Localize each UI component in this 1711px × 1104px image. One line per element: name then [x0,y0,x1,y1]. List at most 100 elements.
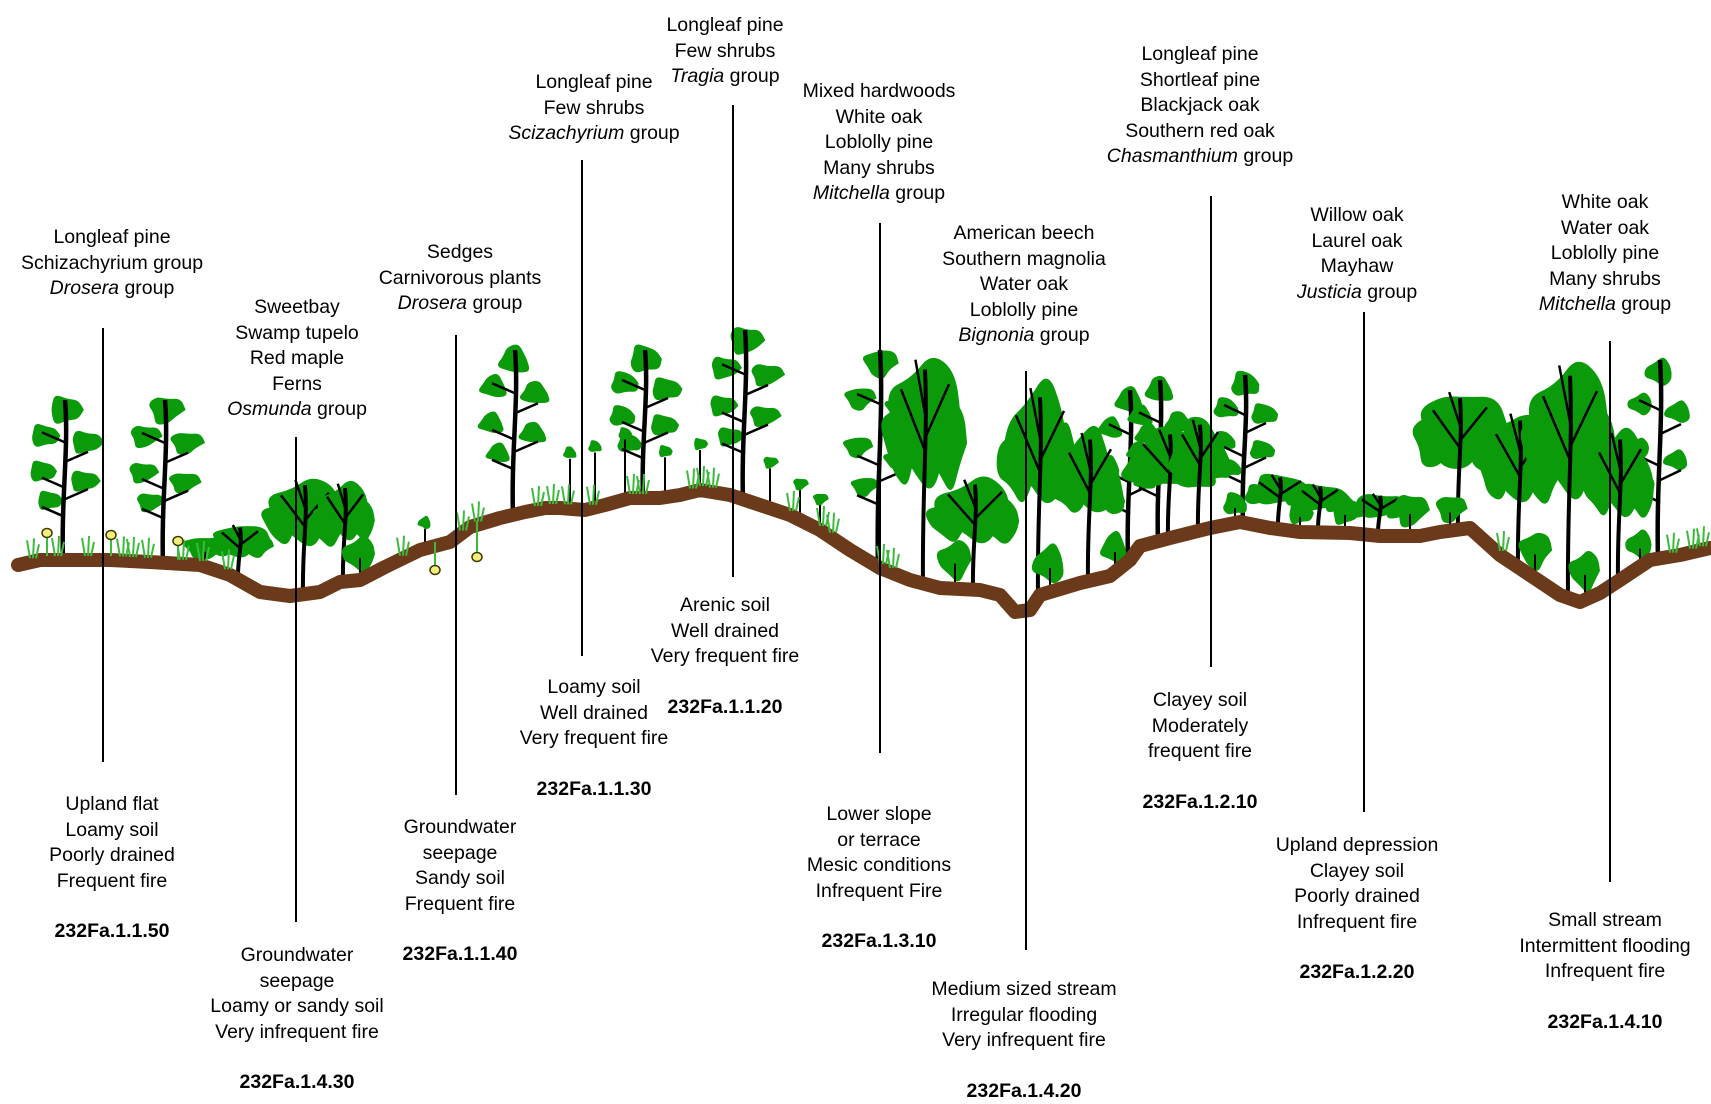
site-condition: Loamy soil [65,818,159,841]
site-condition: Clayey soil [1152,689,1248,711]
pine-foliage [1127,404,1153,426]
site-condition: Poorly drained [49,844,175,867]
site-condition: Groundwater [403,816,517,838]
pine-branch [1244,456,1267,469]
pine-trunk [160,399,169,565]
vegetation-line: Mitchella group [803,181,956,207]
pine-branch [1223,403,1246,417]
site-condition: Sandy soil [415,867,505,890]
vegetation-text: Southern red oak [1125,119,1275,142]
vegetation-line: Longleaf pine [666,13,783,39]
grass-tuft [546,483,560,505]
pine-foliage [1644,357,1672,386]
grass-tuft [826,512,840,533]
grass-tuft [141,537,155,558]
landtype-code: 232Fa.1.1.40 [402,943,518,966]
shrub-foliage [1625,529,1652,560]
vegetation-line: Chasmanthium group [1107,144,1293,170]
hardwood-tree [312,480,375,584]
vegetation-text: group [1615,293,1672,316]
grass-tuft [456,510,470,531]
vegetation-line: Many shrubs [1539,267,1671,293]
pine-branch [744,423,769,436]
hardwood-crown [996,418,1034,503]
pine-branch [1108,423,1131,436]
sapling [588,440,602,508]
hardwood-branches [1014,387,1066,473]
vegetation-line: Southern magnolia [942,247,1106,273]
pine-branch [141,507,166,520]
site-condition: Moderately [1151,714,1249,737]
hardwood-crown [926,401,968,490]
vegetation-text: Blackjack oak [1140,94,1260,117]
site-condition: Well drained [670,619,780,642]
vegetation-text: Longleaf pine [1141,43,1259,65]
site-condition: Frequent fire [56,869,168,892]
vegetation-line: Schizachyrium group [21,251,203,277]
site-condition: Small stream [1548,909,1662,931]
grass-tuft [81,535,95,557]
vegetation-text: group [624,122,680,145]
vegetation-line: Mixed hardwoods [803,79,956,105]
landtype-code: 232Fa.1.1.30 [536,777,652,800]
site-condition: Irregular flooding [950,1003,1098,1026]
vegetation-text: Laurel oak [1311,229,1403,252]
pine-foliage [129,462,160,484]
vegetation-text: Longleaf pine [53,226,171,248]
vegetation-line: Southern red oak [1107,119,1293,145]
vegetation-text: Loblolly pine [824,131,934,154]
hardwood-branches [221,524,259,550]
hardwood-crown [240,536,275,558]
grass-tuft [561,484,575,505]
vegetation-line: Sweetbay [227,295,367,321]
vegetation-text: Sweetbay [254,296,340,318]
sapling-foliage [812,493,829,506]
vegetation-text: White oak [835,105,923,128]
site-condition: seepage [422,841,498,864]
pine-foliage [130,425,163,449]
flower [41,527,53,556]
grass-tuft [1696,526,1710,547]
site-condition: Infrequent fire [1296,910,1418,933]
shrub-foliage [1031,543,1064,584]
pine-branch [141,478,166,491]
vegetation-text: Mixed hardwoods [802,80,956,102]
hardwood-crown [1202,440,1231,480]
vegetation-line: White oak [803,105,956,131]
pine-trunk [510,349,519,517]
pine-foliage [519,380,550,404]
site-condition: Arenic soil [680,594,770,616]
pine-branch [1638,398,1661,412]
site-condition: Frequent fire [404,892,516,915]
vegetation-text: Carnivorous plants [378,266,542,289]
grass-tuft [886,547,900,569]
shrub-foliage [1100,530,1127,563]
hardwood-trunk [1085,439,1093,583]
pine-foliage [1662,449,1688,471]
pine-branch [621,378,646,392]
pine-foliage [1249,440,1276,459]
vegetation-text: Loblolly pine [969,298,1079,321]
site-condition: Very infrequent fire [942,1029,1106,1052]
pine-branch [744,383,769,397]
pine-branch [856,392,881,406]
grass-tuft [396,535,410,556]
hardwood-crown [1090,457,1125,515]
vegetation-line: Longleaf pine [508,70,679,96]
hardwood-branches [1301,483,1339,506]
site-condition: Poorly drained [1294,885,1420,908]
hardwood-trunk [970,484,978,592]
vegetation-line: Few shrubs [666,39,783,65]
taxon-name: Chasmanthium [1106,145,1238,168]
vegetation-text: group [1361,280,1418,303]
site-condition: Loamy soil [547,676,641,698]
